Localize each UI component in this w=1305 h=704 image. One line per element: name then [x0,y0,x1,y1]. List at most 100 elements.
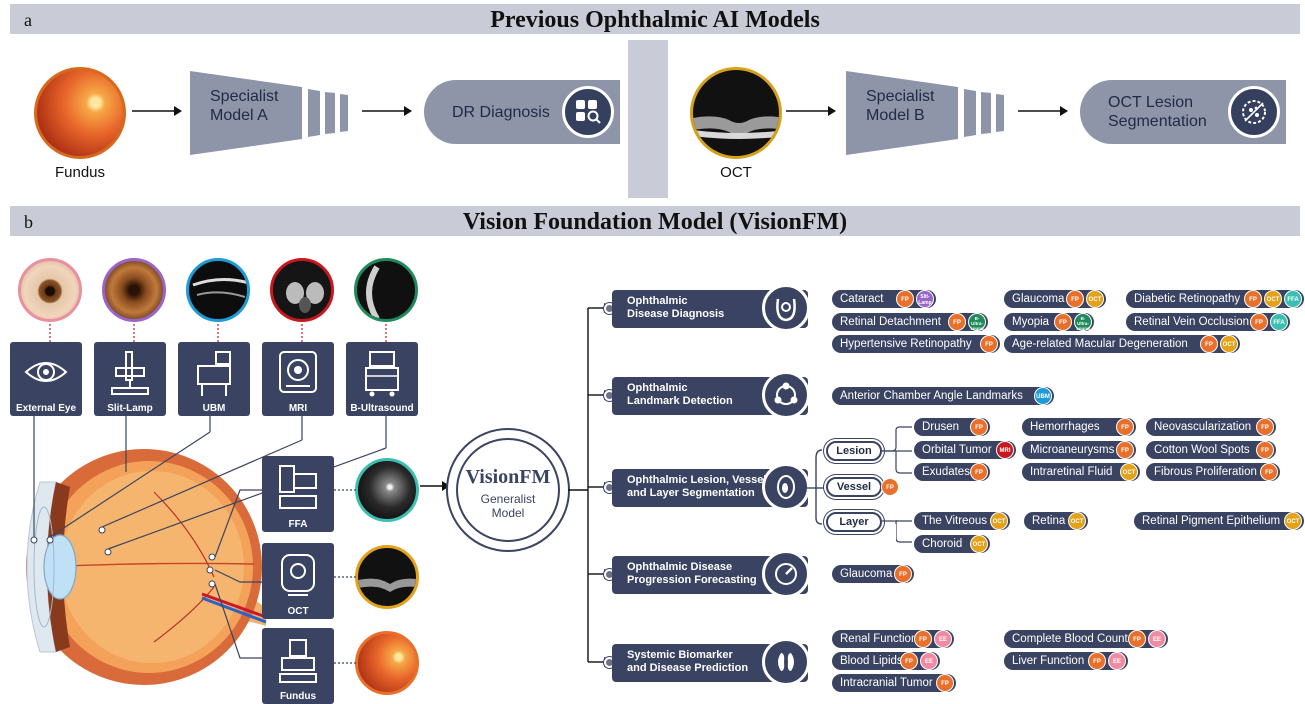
pill-orbital-tumor-label: Orbital Tumor [922,444,992,456]
tag-fp: FP [1200,335,1218,353]
tag-fp: FP [948,313,966,331]
external-eye-label: External Eye [15,403,77,414]
pill-hr-label: Hypertensive Retinopathy [840,338,972,350]
external-eye-image [18,258,82,322]
tag-ffa: FFA [1284,290,1302,308]
arrow-to-model-a [132,106,182,116]
tag-slit-lamp: Slit- Lamp [916,290,934,308]
visionfm-title: VisionFM [465,466,551,488]
pill-irf-label: Intraretinal Fluid [1030,466,1113,478]
tag-fp: FP [900,652,918,670]
tag-fp: FP [1256,418,1274,436]
task-label-forecast: Ophthalmic Disease Progression Forecasti… [627,561,757,586]
model-a-layers [190,71,348,155]
lesion-layer-branches [882,426,912,524]
task-systemic-prediction: Systemic Biomarker and Disease Predictio… [612,638,810,686]
pill-drusen-label: Drusen [922,421,960,433]
vessel-tag-fp: FP [881,478,899,496]
layer-choroid-branch [896,520,912,543]
gauge-icon [762,550,810,598]
tag-oct: OCT [1220,335,1238,353]
tag-fp: FP [1256,441,1274,459]
tag-ee: EE [934,630,952,648]
model-b-layers [846,71,1004,155]
ubm-machine-icon [197,351,231,396]
subgroup-layer: Layer [826,512,882,532]
pill-intracranial-label: Intracranial Tumor [840,677,933,689]
ultrasound-cart-icon [365,351,399,397]
oct-device: OCT [262,543,334,619]
oct-device-label: OCT [287,606,309,617]
panel-a-title: Previous Ophthalmic AI Models [490,7,820,33]
mri-label: MRI [288,403,308,414]
pill-intraretinal-fluid: Intraretinal Fluid OCT [1022,463,1140,481]
arrow-to-model-b [786,106,836,116]
pill-rpe-label: Retinal Pigment Epithelium [1142,515,1281,527]
tag-ffa: FFA [1270,313,1288,331]
mri-device: MRI [262,342,334,416]
landmark-nodes-icon [762,371,810,419]
oct-side-image [355,545,419,609]
fundus-caption: Fundus [54,164,106,181]
arrow-to-dr [362,106,412,116]
tag-ubm: UBM [1034,387,1052,405]
tag-fp: FP [914,630,932,648]
tag-fp: FP [1054,313,1072,331]
oct-segmentation-output: OCT Lesion Segmentation [1080,80,1286,144]
slit-lamp-icon [111,351,149,395]
tag-ee: EE [1108,652,1126,670]
pill-cataract-label: Cataract [840,293,884,305]
pill-neovascularization-label: Neovascularization [1154,421,1252,433]
fundus-device: Fundus [262,628,334,704]
subgroup-vessel: Vessel [826,477,882,497]
pill-exudates-label: Exudates [922,466,970,478]
pill-cotton-wool-label: Cotton Wool Spots [1154,444,1250,456]
tag-fp: FP [1260,463,1278,481]
pill-dr-label: Diabetic Retinopathy [1134,293,1241,305]
task-label-segmentation: Ophthalmic Lesion, Vessel, and Layer Seg… [627,474,770,499]
tag-fp: FP [1244,290,1262,308]
kidney-icon [762,638,810,686]
pill-forecast-glaucoma-label: Glaucoma [840,568,893,580]
pill-myopia-label: Myopia [1012,316,1050,328]
eye-outline-icon [24,362,68,382]
panel-b-title: Vision Foundation Model (VisionFM) [462,209,848,235]
segmentation-cell-icon [1228,86,1280,138]
tag-fp: FP [896,290,914,308]
pill-choroid-label: Choroid [922,538,963,550]
ubm-label: UBM [202,403,226,414]
panel-a-header: a Previous Ophthalmic AI Models [10,4,1300,34]
task-disease-diagnosis: Ophthalmic Disease Diagnosis [612,284,810,332]
tag-oct: OCT [1120,463,1138,481]
tag-fp: FP [1116,418,1134,436]
pill-vitreous-label: The Vitreous [922,515,987,527]
ubm-device: UBM [178,342,250,416]
fundus-side-image [355,631,419,695]
dr-diagnosis-output: DR Diagnosis [424,80,620,144]
tag-oct: OCT [1264,290,1282,308]
pill-amd-label: Age-related Macular Degeneration [1012,338,1188,350]
task-landmark-detection: Ophthalmic Landmark Detection [612,371,810,419]
pill-liver-label: Liver Function [1012,655,1085,667]
oct-caption: OCT [720,164,752,181]
modality-dotted-connectors [49,324,387,342]
slit-lamp-label: Slit-Lamp [107,403,153,414]
tag-mri: MRI [996,441,1014,459]
ffa-device: FFA [262,456,334,532]
tag-fp: FP [1088,652,1106,670]
pill-cbc-label: Complete Blood Count [1012,633,1128,645]
dr-diagnosis-label: DR Diagnosis [452,103,550,121]
pill-renal-label: Renal Function [840,633,918,645]
